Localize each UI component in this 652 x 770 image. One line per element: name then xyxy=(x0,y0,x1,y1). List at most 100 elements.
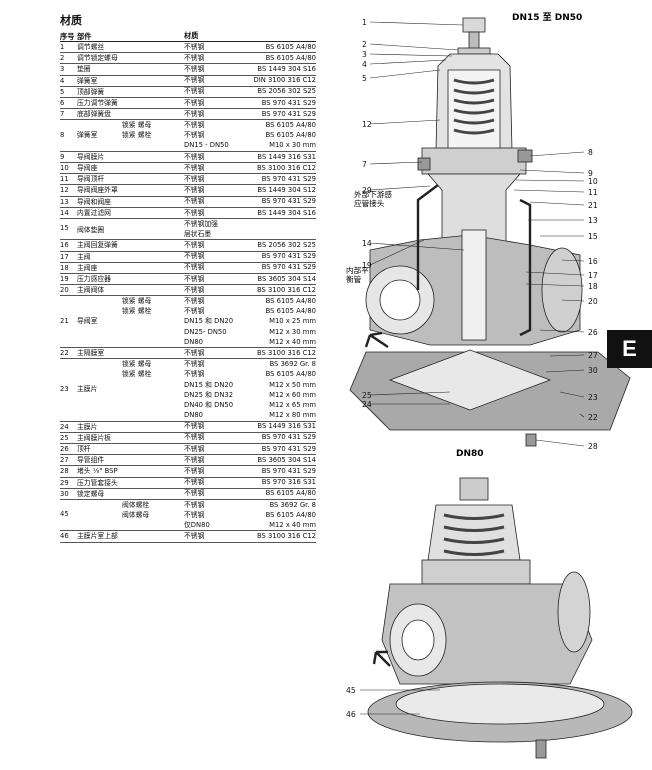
material-standard: BS 970 431 S29 xyxy=(261,433,316,442)
callout-label: 21 xyxy=(588,201,598,210)
callout-leader xyxy=(579,413,585,418)
material-standard: BS 6105 A4/80 xyxy=(265,307,316,316)
part-name: 锁定螺母 xyxy=(77,489,105,498)
row-number: 13 xyxy=(60,197,69,206)
callout-label: 17 xyxy=(588,271,598,280)
material-name: 仅DN80 xyxy=(184,520,210,529)
material-name: 不锈钢 xyxy=(184,500,205,509)
part-name: 导阀和阀座 xyxy=(77,197,111,206)
sub-part-name xyxy=(122,380,184,390)
valve-drawing-top xyxy=(349,17,631,447)
callout-label: 13 xyxy=(588,216,598,225)
material-standard: M12 x 30 mm xyxy=(269,327,316,336)
callout-label: 19 xyxy=(362,261,372,270)
row-number: 23 xyxy=(60,385,69,394)
callout-leader xyxy=(559,391,585,398)
callout-leader xyxy=(369,119,441,125)
sub-part-name xyxy=(122,400,184,410)
callout-label: 25 xyxy=(362,391,372,400)
sub-part-name xyxy=(122,520,184,530)
part-name: 弹簧室 xyxy=(77,76,98,85)
part-name: 导阀室 xyxy=(77,316,98,325)
material-name: 不锈钢 xyxy=(184,109,205,118)
note-29-line1: 外部下游感 xyxy=(354,189,392,199)
material-name: 不锈钢 xyxy=(184,241,205,250)
material-name: 不锈钢 xyxy=(184,208,205,217)
callout-label: 26 xyxy=(588,328,598,337)
callout-label: 27 xyxy=(588,351,598,360)
callout-leader xyxy=(369,161,423,165)
callout-label: 29 xyxy=(362,186,372,195)
sub-part-name: 锁紧 螺栓 xyxy=(122,307,152,316)
material-name: 不锈钢 xyxy=(184,121,205,129)
material-name: 不锈钢 xyxy=(184,263,205,272)
table-header: 序号 部件 材质 xyxy=(60,30,316,42)
callout-label: 30 xyxy=(588,366,598,375)
callout-leader xyxy=(369,53,453,57)
sub-part-name xyxy=(122,337,184,347)
part-name: 阀体垫圈 xyxy=(77,226,105,235)
callout-leader xyxy=(561,299,585,302)
material-name: 不锈钢 xyxy=(184,65,205,74)
row-number: 5 xyxy=(60,87,65,96)
material-name: 不锈钢 xyxy=(184,422,205,431)
material-standard: BS 3692 Gr. 8 xyxy=(269,360,316,369)
part-name: 主隔膜室 xyxy=(77,349,105,358)
material-standard: BS 6105 A4/80 xyxy=(265,53,316,62)
section-heading: 材质 xyxy=(60,14,82,27)
row-number: 6 xyxy=(60,98,65,107)
material-name: DN40 和 DN50 xyxy=(184,400,234,409)
sub-part-name xyxy=(122,410,184,420)
row-number: 4 xyxy=(60,76,65,85)
row-number: 19 xyxy=(60,274,69,283)
callout-label: 46 xyxy=(346,710,356,719)
row-number: 2 xyxy=(60,54,65,63)
callout-leader xyxy=(369,21,464,26)
callout-label: 45 xyxy=(346,686,356,695)
part-name: 底部弹簧盘 xyxy=(77,110,111,119)
material-name: 不锈钢 xyxy=(184,307,205,316)
callout-leader xyxy=(525,283,585,287)
callout-leader xyxy=(369,242,465,251)
sub-part-name: 阀体螺母 xyxy=(122,510,150,519)
material-name: 不锈钢 xyxy=(184,274,205,283)
note-19-line1: 内部平 xyxy=(346,265,369,275)
row-number: 26 xyxy=(60,444,69,453)
material-standard: BS 3100 316 C12 xyxy=(256,532,316,541)
material-standard: BS 1449 316 S31 xyxy=(257,422,316,431)
callout-leader xyxy=(369,43,459,51)
header-material: 材质 xyxy=(184,30,199,40)
row-number: 20 xyxy=(60,286,69,295)
material-standard: BS 3100 316 C12 xyxy=(256,285,316,294)
part-name: 调节锁定螺母 xyxy=(77,54,118,63)
part-name: 内置过滤网 xyxy=(77,208,111,217)
note-29-line2: 应管接头 xyxy=(354,198,385,208)
row-number: 16 xyxy=(60,241,69,250)
material-name: 不锈钢 xyxy=(184,131,205,140)
callout-label: 9 xyxy=(588,169,593,178)
material-standard: BS 6105 A4/80 xyxy=(265,297,316,305)
material-name: 不锈钢 xyxy=(184,444,205,453)
part-name: 顶部弹簧 xyxy=(77,87,105,96)
row-number: 22 xyxy=(60,349,69,358)
sub-part-name xyxy=(122,390,184,400)
row-number: 14 xyxy=(60,208,69,217)
material-standard: BS 6105 A4/80 xyxy=(265,510,316,519)
row-number: 29 xyxy=(60,478,69,487)
material-name: DN80 xyxy=(184,337,203,346)
